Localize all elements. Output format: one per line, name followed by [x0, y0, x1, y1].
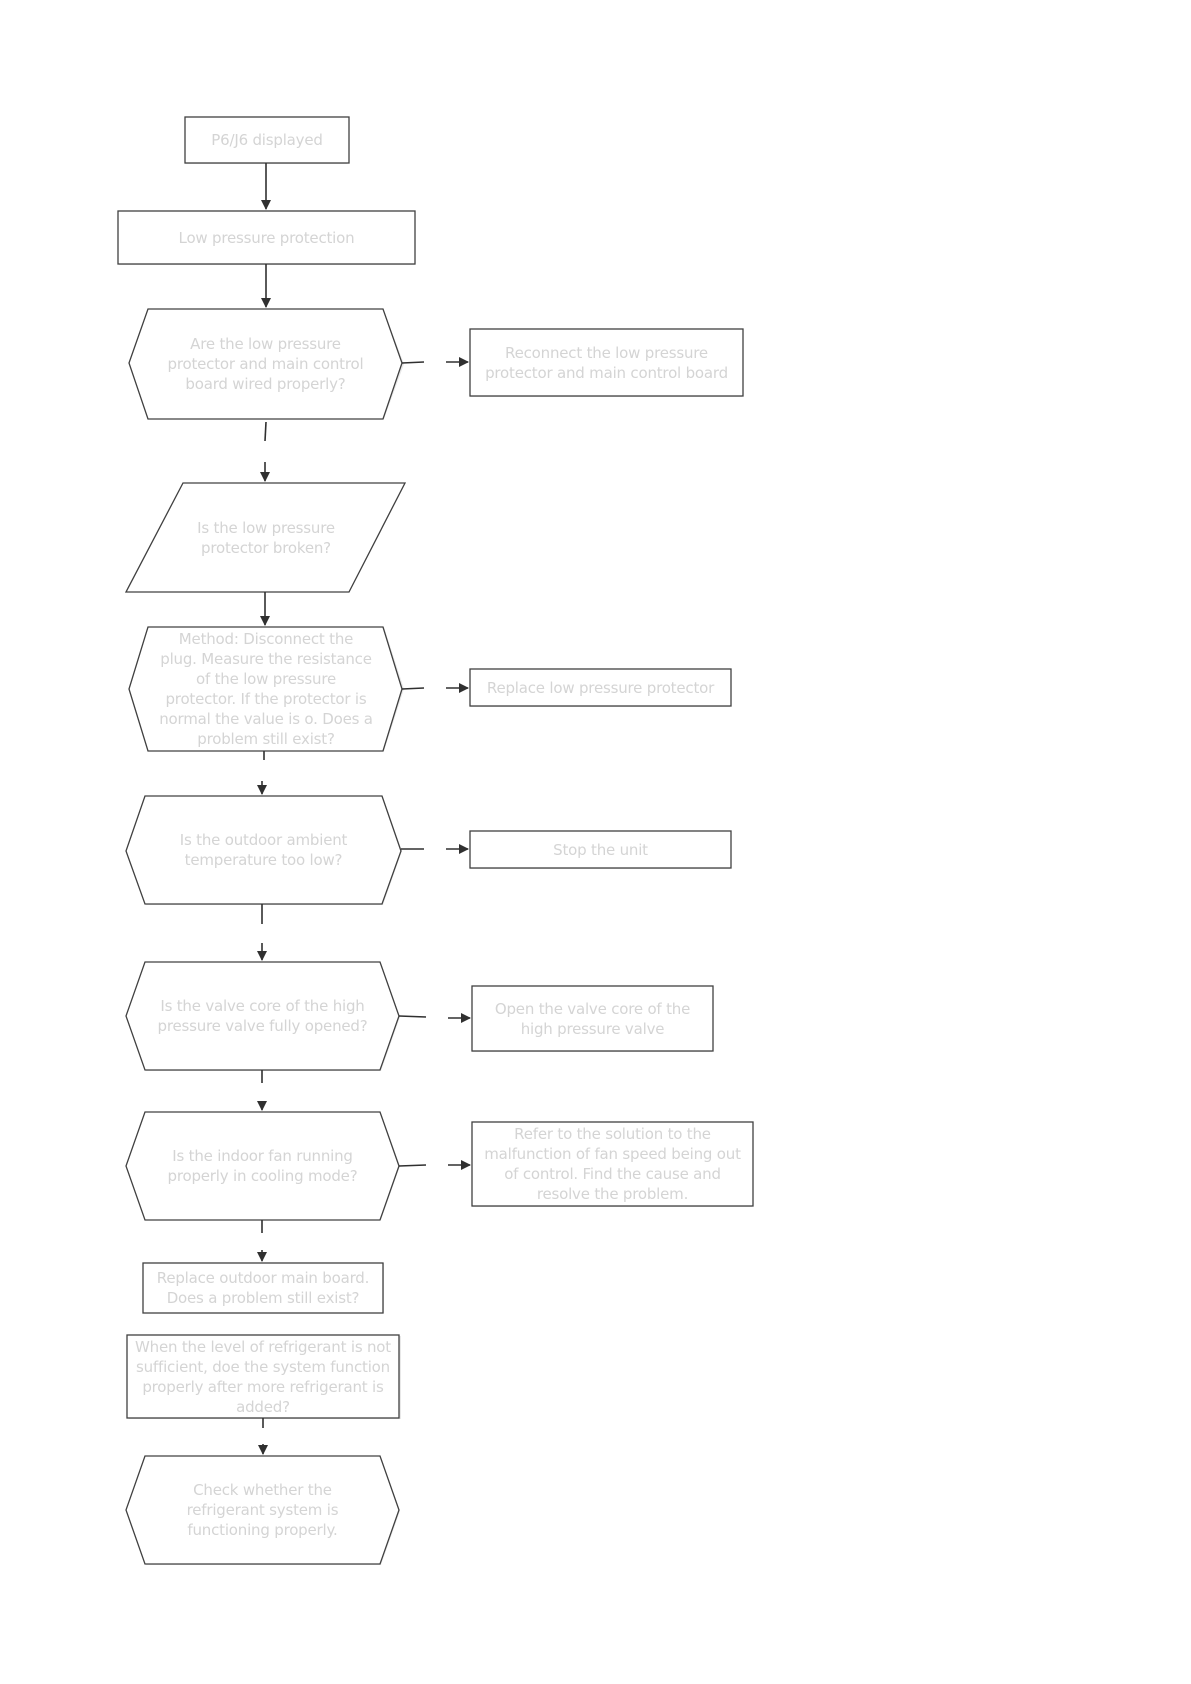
- node-q-broken-label: Is the low pressure protector broken?: [197, 518, 335, 557]
- node-start-label: P6/J6 displayed: [211, 131, 323, 149]
- node-q-valve-label: Is the valve core of the high pressure v…: [157, 997, 368, 1035]
- node-q-fan-shape: [125, 1111, 400, 1221]
- node-end-check-label: Check whether the refrigerant system is …: [186, 1481, 339, 1539]
- edge-q-method-a-replace: [401, 687, 425, 690]
- node-start-shape: [184, 116, 350, 164]
- node-q-ambient-shape: [125, 795, 402, 905]
- node-end-check-shape: [125, 1455, 400, 1565]
- node-a-fan-shape: [471, 1121, 754, 1207]
- node-a-board-label: Replace outdoor main board. Does a probl…: [156, 1269, 370, 1307]
- node-a-stop-shape: [469, 830, 732, 869]
- node-lpp-label: Low pressure protection: [178, 228, 355, 247]
- node-q-method-label: Method: Disconnect the plug. Measure the…: [159, 630, 373, 748]
- node-a-stop-label: Stop the unit: [553, 840, 648, 859]
- node-a-fan-label: Refer to the solution to the malfunction…: [484, 1125, 741, 1203]
- edge-q-wired-a-reconnect: [401, 361, 425, 364]
- edge-q-wired-q-broken: [264, 421, 267, 442]
- node-a-valve-label: Open the valve core of the high pressure…: [494, 999, 691, 1038]
- node-q-broken-shape: [124, 482, 407, 593]
- node-q-ambient-label: Is the outdoor ambient temperature too l…: [179, 831, 348, 869]
- edge-q-valve-a-valve: [398, 1015, 427, 1018]
- node-q-valve-shape: [125, 961, 400, 1071]
- node-q-method-shape: [128, 626, 403, 752]
- node-q-fan-label: Is the indoor fan running properly in co…: [167, 1147, 358, 1185]
- edge-q-fan-a-fan: [398, 1164, 427, 1167]
- edges: [257, 163, 471, 1455]
- node-a-reconnect-label: Reconnect the low pressure protector and…: [485, 343, 728, 382]
- node-lpp-shape: [117, 210, 416, 265]
- node-q-refrigerant-shape: [126, 1334, 400, 1419]
- node-q-wired-shape: [128, 308, 403, 420]
- node-a-board-shape: [142, 1262, 384, 1314]
- node-q-wired-label: Are the low pressure protector and main …: [167, 335, 364, 393]
- node-a-replace-label: Replace low pressure protector: [486, 678, 715, 697]
- node-a-valve-shape: [471, 985, 714, 1052]
- node-a-replace-shape: [469, 668, 732, 707]
- node-q-refrigerant-label: When the level of refrigerant is not suf…: [135, 1337, 391, 1416]
- node-a-reconnect-shape: [469, 328, 744, 397]
